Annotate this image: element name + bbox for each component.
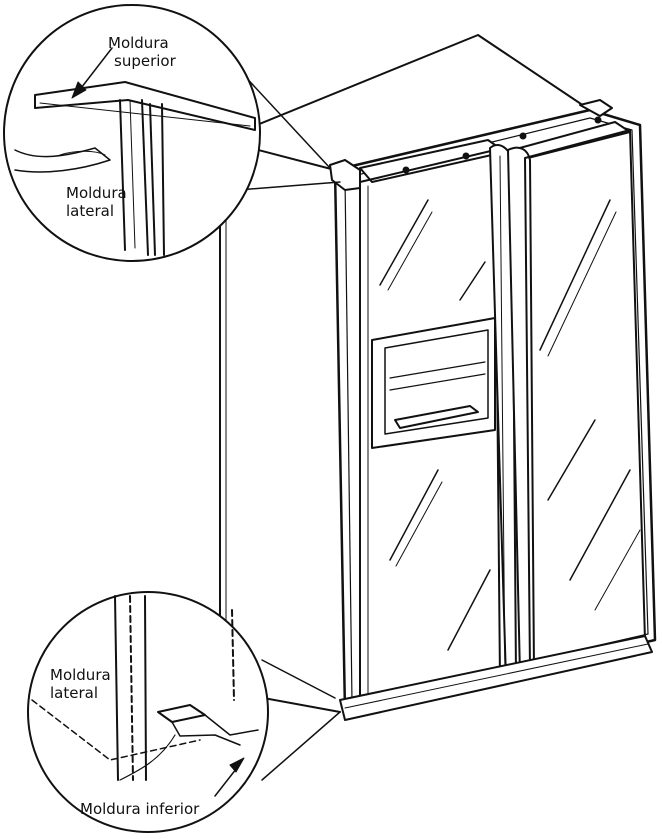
label-lower-side-molding-line2: lateral [50,684,98,702]
label-upper-side-molding-line1: Moldura [66,184,127,202]
top-detail-callout [3,4,341,262]
label-lower-side-molding: Moldura lateral [50,666,111,702]
label-lower-side-molding-line1: Moldura [50,666,111,684]
label-bottom-molding: Moldura inferior [80,800,199,818]
label-top-molding-line2: superior [114,52,176,70]
label-bottom-molding-text: Moldura inferior [80,800,200,818]
label-top-molding: Moldura superior [108,34,176,70]
fridge-doors [329,99,657,721]
label-top-molding-line1: Moldura [108,34,169,52]
label-upper-side-molding: Moldura lateral [66,184,127,220]
label-upper-side-molding-line2: lateral [66,202,114,220]
bottom-detail-callout [27,591,341,833]
